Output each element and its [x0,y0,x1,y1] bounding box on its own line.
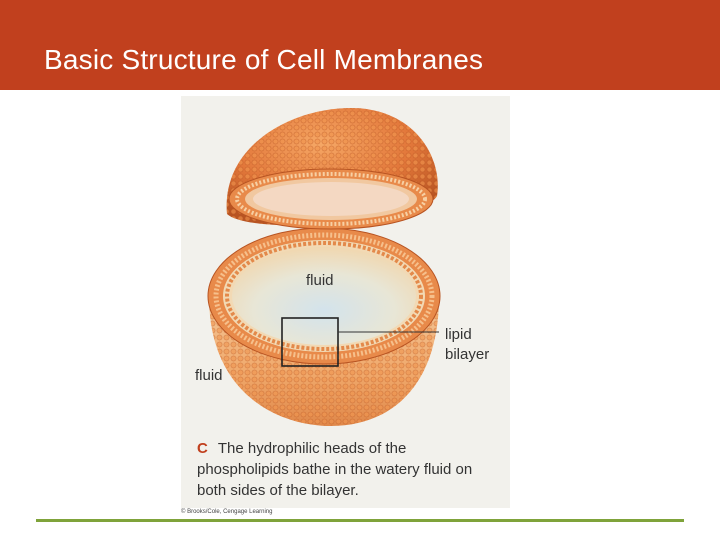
magnify-box [281,317,339,367]
title-bar: Basic Structure of Cell Membranes [0,0,720,90]
slide-title: Basic Structure of Cell Membranes [44,44,484,75]
caption-letter: C [197,440,208,457]
caption-text: The hydrophilic heads of the phospholipi… [197,440,473,499]
label-lipid-line2: bilayer [445,346,490,363]
label-lipid-line1: lipid [445,326,472,343]
inner-fluid-area [232,247,416,345]
label-fluid-inner: fluid [306,272,334,289]
label-fluid-outer: fluid [195,367,223,384]
bottom-divider [36,519,684,522]
cell-membrane-illustration [207,108,441,426]
label-lipid-bilayer: lipid bilayer [445,325,489,365]
copyright-notice: © Brooks/Cole, Cengage Learning [181,509,273,515]
